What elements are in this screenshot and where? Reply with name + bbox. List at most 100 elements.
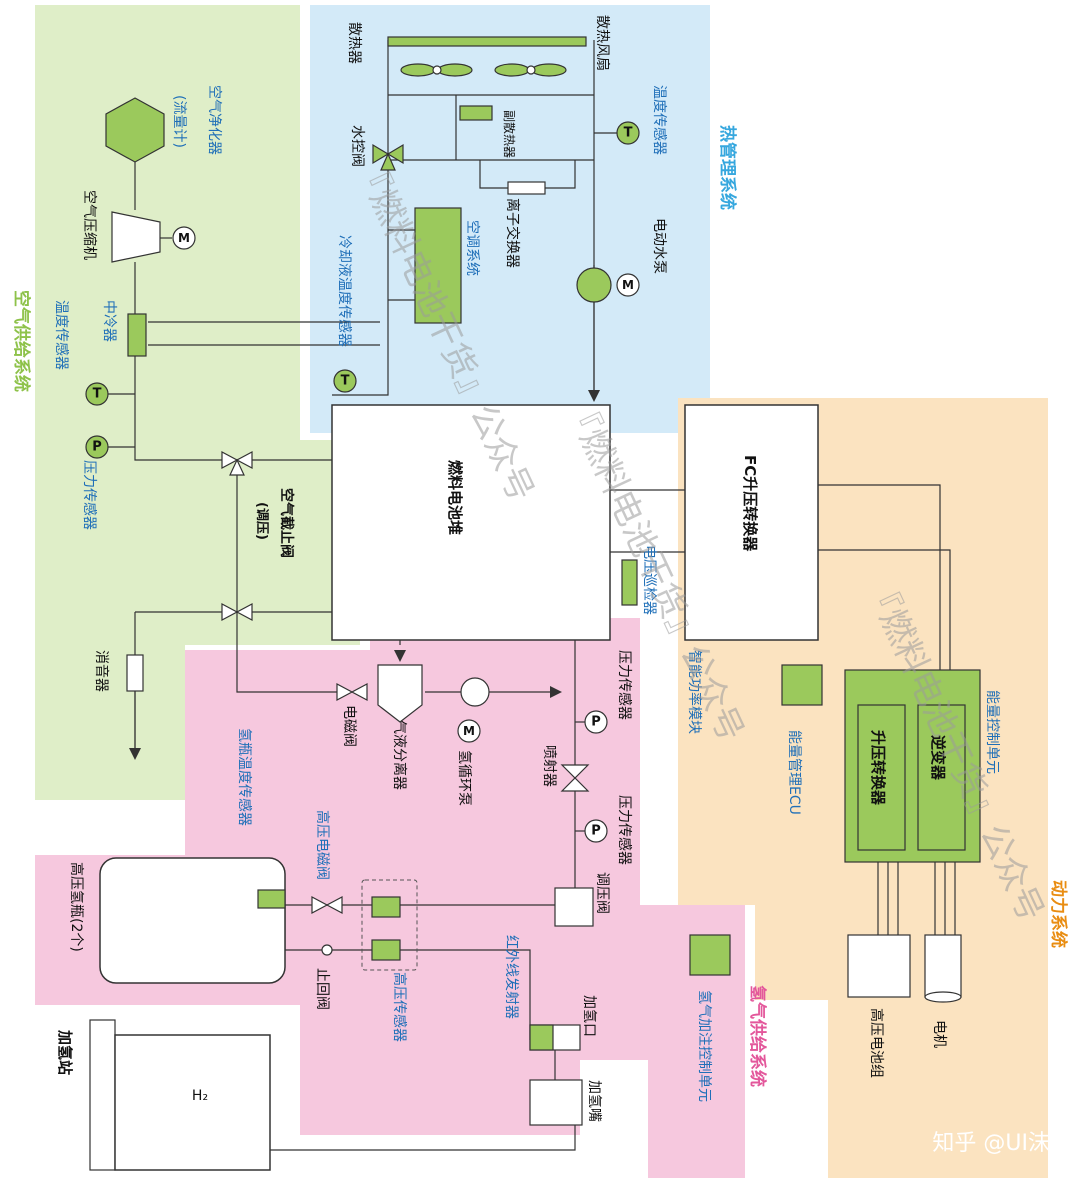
water-valve-right	[386, 143, 404, 165]
nozzle	[529, 1079, 583, 1126]
label-muffler: 消音器	[93, 650, 110, 692]
fan-hub	[526, 65, 536, 75]
label-fan: 散热风扇	[594, 15, 610, 71]
water-valve-stem	[380, 152, 396, 171]
voltage-monitor	[621, 559, 638, 606]
label-hp-solenoid: 高压电磁阀	[314, 810, 331, 880]
label-air-purifier: 空气净化器	[206, 85, 222, 155]
label-tank: 高压氢瓶(2个)	[68, 862, 85, 952]
air-shutoff-valve-bottom	[235, 451, 253, 469]
label-electric-pump: 电动水泵	[651, 218, 667, 274]
fuel-cell-stack	[331, 404, 611, 641]
station-body	[114, 1034, 271, 1171]
label-fc-converter: FC升压转换器	[741, 455, 759, 552]
label-ejector: 喷射器	[541, 745, 557, 787]
label-ecu: 能量管理ECU	[786, 730, 802, 815]
badge-letter: T	[93, 387, 102, 402]
fan-blade	[437, 63, 473, 77]
arrow-right-h2-loop	[550, 686, 562, 698]
filling-control-unit	[689, 934, 731, 976]
label-filling-ctrl: 氢气加注控制单元	[696, 990, 712, 1102]
tank-temp-sensor	[257, 889, 286, 909]
label-air-shutoff-valve-sub: (调压)	[254, 502, 269, 540]
system-label-hydrogen: 氢气供给系统	[747, 985, 768, 1087]
energy-ecu	[781, 664, 823, 706]
label-nozzle: 加氢嘴	[586, 1080, 602, 1122]
hydrogen-tank	[99, 857, 286, 984]
air-compressor	[111, 211, 161, 263]
system-label-thermal: 热管理系统	[717, 125, 738, 210]
badge-letter: T	[624, 126, 633, 141]
label-sub-radiator: 副散热器	[502, 110, 517, 158]
badge-letter: P	[591, 824, 601, 839]
label-boost: 升压转换器	[869, 730, 887, 806]
label-air-compressor: 空气压缩机	[81, 190, 97, 260]
station-h2-label: H₂	[192, 1088, 208, 1104]
ejector-top	[560, 764, 590, 779]
sub-radiator	[459, 105, 493, 121]
label-flowmeter: (流量计)	[171, 95, 187, 148]
badge-letters: M T P T M T P P M	[92, 126, 634, 839]
label-motor: 电机	[931, 1020, 947, 1048]
label-thermal-temp-sensor: 温度传感器	[651, 85, 668, 155]
label-ion-exchanger: 离子交换器	[504, 198, 521, 268]
recirc-pump-motor-badge	[457, 719, 481, 743]
solenoid-valve-right	[350, 683, 368, 701]
check-valve	[321, 944, 333, 956]
badge-letter: T	[341, 374, 350, 389]
ejector-bottom	[560, 777, 590, 792]
label-radiator: 散热器	[346, 22, 362, 64]
label-control-unit: 能量控制单元	[984, 690, 1000, 774]
fan-blade	[531, 63, 567, 77]
muffler	[126, 654, 144, 692]
badge-letter: M	[622, 278, 634, 292]
hv-battery	[847, 934, 911, 998]
label-fuel-cell-stack: 燃料电池堆	[446, 460, 464, 535]
hp-solenoid-valve-right	[325, 896, 343, 914]
air-bypass-valve-bottom	[235, 603, 253, 621]
components	[85, 36, 981, 1171]
fan-blade	[494, 63, 530, 77]
coolant-temp-sensor-badge	[333, 369, 357, 393]
air-purifier-hexagon	[105, 97, 165, 163]
brand-credit: 知乎 @UI沫	[932, 1131, 1050, 1156]
label-inverter: 逆变器	[929, 735, 947, 781]
solenoid-valve-left	[336, 683, 354, 701]
air-supply-zone	[35, 5, 360, 800]
flow-arrows	[129, 390, 600, 760]
motor-end	[924, 991, 962, 1003]
label-check-valve: 止回阀	[314, 968, 330, 1010]
pump-motor-badge	[616, 273, 640, 297]
hp-sensor-group	[361, 879, 418, 971]
label-voltage-monitor: 电压巡检器	[641, 545, 657, 615]
ac-system	[414, 207, 462, 324]
label-filler-port: 加氢口	[581, 995, 597, 1037]
pressure-regulator	[554, 887, 594, 927]
electric-pump	[576, 267, 612, 303]
label-air-pressure-sensor: 压力传感器	[81, 460, 98, 530]
gas-liquid-separator	[377, 664, 423, 723]
system-label-power: 动力系统	[1048, 880, 1069, 948]
inverter	[917, 704, 966, 851]
ion-exchanger	[507, 181, 546, 195]
fan-blade	[400, 63, 436, 77]
label-smart-module: 智能功率模块	[686, 650, 703, 734]
label-solenoid: 电磁阀	[341, 705, 357, 747]
boost-converter	[857, 704, 906, 851]
label-coolant-temp-sensor: 冷却液温度传感器	[336, 235, 353, 347]
system-label-air: 空气供给系统	[11, 290, 32, 392]
label-air-shutoff-valve: 空气截止阀	[278, 488, 295, 558]
intercooler	[127, 313, 147, 357]
ir-emitter	[529, 1024, 554, 1051]
badge-letter: P	[591, 715, 601, 730]
badge-letter: M	[463, 724, 475, 738]
label-battery: 高压电池组	[868, 1008, 885, 1078]
water-valve-left	[372, 143, 390, 165]
label-pressure-reg: 调压阀	[594, 872, 610, 914]
label-tank-temp-sensor: 氢瓶温度传感器	[236, 728, 253, 826]
label-air-temp-sensor: 温度传感器	[53, 300, 70, 370]
air-shutoff-valve-top	[221, 451, 239, 469]
fan-hub	[432, 65, 442, 75]
hp-solenoid-valve-left	[311, 896, 329, 914]
